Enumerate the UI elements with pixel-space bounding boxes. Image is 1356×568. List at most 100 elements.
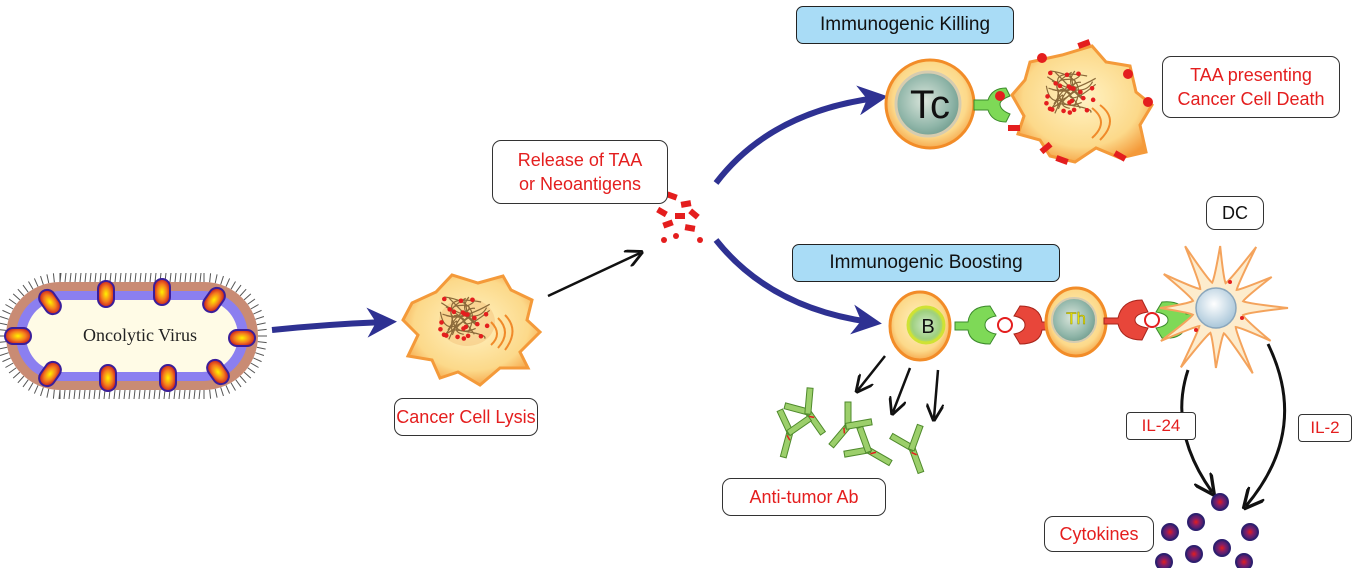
arrow-b-to-ab-2 (893, 367, 912, 412)
virus-spike (99, 364, 117, 392)
taa-fragment (1113, 150, 1127, 162)
tangle-strand (451, 299, 482, 310)
virus-hair (257, 341, 267, 344)
virus-particle (1080, 95, 1086, 101)
virus-hair (68, 389, 71, 400)
b-th-synapse (954, 305, 1051, 345)
dc-nucleus (1195, 287, 1237, 329)
virus-particle (1076, 71, 1081, 77)
virus-hair (128, 389, 131, 400)
virus-hair (28, 382, 34, 391)
arrow-lysis-to-antigens (547, 253, 640, 298)
virus-hair (253, 357, 262, 363)
virus-hair (243, 293, 252, 301)
lysing-cancer-cell (401, 273, 543, 387)
virus-hair (8, 298, 17, 305)
virus-particle (1053, 81, 1058, 86)
virus-particle (1090, 97, 1096, 103)
antigen-fragment (684, 224, 696, 232)
virus-particle (1057, 83, 1063, 89)
b-cell: B (888, 290, 952, 362)
cancer-cell-lysis-label: Cancer Cell Lysis (394, 398, 538, 436)
taa-fragment (1055, 155, 1069, 165)
virus-hair (89, 272, 92, 283)
virus-particle (460, 310, 466, 315)
virus-hair (174, 272, 177, 283)
antigen-fragment (688, 208, 700, 220)
taa-fragment (1077, 39, 1091, 49)
virus-hair (2, 357, 11, 363)
virus-hair (143, 389, 146, 400)
virus-particle (465, 312, 470, 317)
virus-particle (474, 321, 480, 327)
antibody-arm (844, 418, 873, 430)
virus-hair (129, 272, 132, 283)
virus-particle (1064, 72, 1070, 78)
virus-hair (114, 272, 117, 283)
golgi-1 (504, 314, 514, 351)
virus-particle (1089, 85, 1095, 91)
th-dc-antigen (1144, 312, 1160, 328)
virus-hair (188, 389, 191, 400)
virus-spike (228, 329, 256, 347)
virus-hair (243, 371, 252, 379)
antibody-arm (804, 387, 814, 415)
antibody (776, 408, 813, 459)
virus-hair (123, 389, 126, 400)
virus-particle (1048, 70, 1053, 76)
golgi-a (1099, 104, 1111, 141)
virus-particle (484, 323, 490, 329)
virus-spike (206, 358, 230, 386)
virus-spike (38, 288, 62, 316)
virus-hair (0, 329, 7, 331)
cytokine (1185, 545, 1203, 563)
virus-hair (184, 272, 187, 283)
virus-hair (169, 272, 172, 283)
taa-presenting-label: TAA presenting Cancer Cell Death (1162, 56, 1340, 118)
virus-hair (179, 272, 182, 283)
virus-hair (154, 272, 157, 283)
dc-dot (1240, 316, 1244, 320)
antibody-hinge (786, 434, 791, 441)
taa-fragment (1039, 141, 1053, 155)
virus-hair (257, 328, 267, 331)
virus-hair (189, 272, 192, 283)
virus-hair (124, 272, 127, 283)
virus-particle (443, 333, 449, 338)
cytokine (1213, 539, 1231, 557)
virus-hair (40, 387, 44, 397)
virus-hair (69, 272, 72, 283)
virus-spikes (4, 278, 256, 392)
released-antigens (656, 191, 703, 243)
virus-spike (97, 280, 115, 308)
virus-hair (64, 272, 67, 283)
virus-spike (4, 327, 32, 345)
virus-hair (255, 316, 265, 320)
immunogenic-boosting-banner: Immunogenic Boosting (792, 244, 1060, 282)
virus-particle (465, 333, 471, 339)
antibody-hinge (843, 427, 846, 434)
virus-hair (235, 284, 242, 293)
b-receptor (954, 305, 997, 345)
virus-hair (230, 382, 236, 391)
virus-hair (46, 388, 50, 398)
antigen-fragment (675, 213, 685, 219)
arrow-dc-il2 (1246, 343, 1287, 506)
release-taa-label: Release of TAA or Neoantigens (492, 140, 668, 204)
virus-hair (0, 322, 8, 326)
tangle-strand (1054, 81, 1082, 114)
antibody-hinge (911, 451, 917, 456)
virus-hair (199, 272, 202, 283)
cytokine (1211, 493, 1229, 511)
tangle-strand (448, 307, 476, 340)
virus-particle (461, 336, 467, 341)
antigen-fragment (666, 191, 678, 201)
virus-hair (8, 367, 17, 374)
virus-spike (159, 364, 177, 392)
cytokines-label: Cytokines (1044, 516, 1154, 552)
virus-hair (0, 346, 8, 350)
virus-particle (472, 315, 477, 321)
arrow-b-to-ab-1 (858, 355, 886, 390)
virus-hair (220, 387, 224, 397)
